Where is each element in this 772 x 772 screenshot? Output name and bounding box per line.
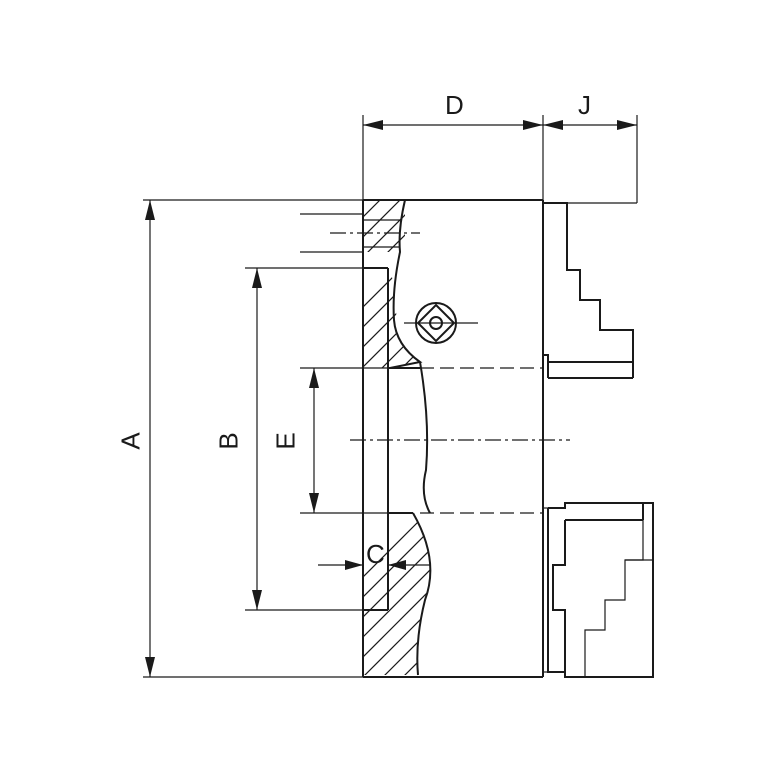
section-hatching [363,200,431,675]
bore-profile [363,199,432,676]
dimension-label-e: E [270,432,301,450]
chuck-body-outline [362,199,544,678]
dimension-label-b: B [213,432,244,450]
dimension-label-j: J [578,90,591,120]
dimension-label-a: A [115,432,146,450]
dimension-line-c [318,560,430,570]
dimension-line-j [543,120,637,130]
dimension-line-a [145,200,155,677]
dimension-label-c: C [366,539,385,569]
upper-jaw [543,202,637,379]
dimension-line-e [309,368,319,513]
dimension-label-d: D [445,90,464,120]
center-and-hidden-lines [350,367,570,514]
extension-lines [143,115,638,678]
dimension-line-b [252,268,262,610]
lower-jaw [543,502,654,678]
mounting-bolt-detail [300,213,420,253]
dimension-line-d [363,120,543,130]
key-socket [404,302,478,344]
